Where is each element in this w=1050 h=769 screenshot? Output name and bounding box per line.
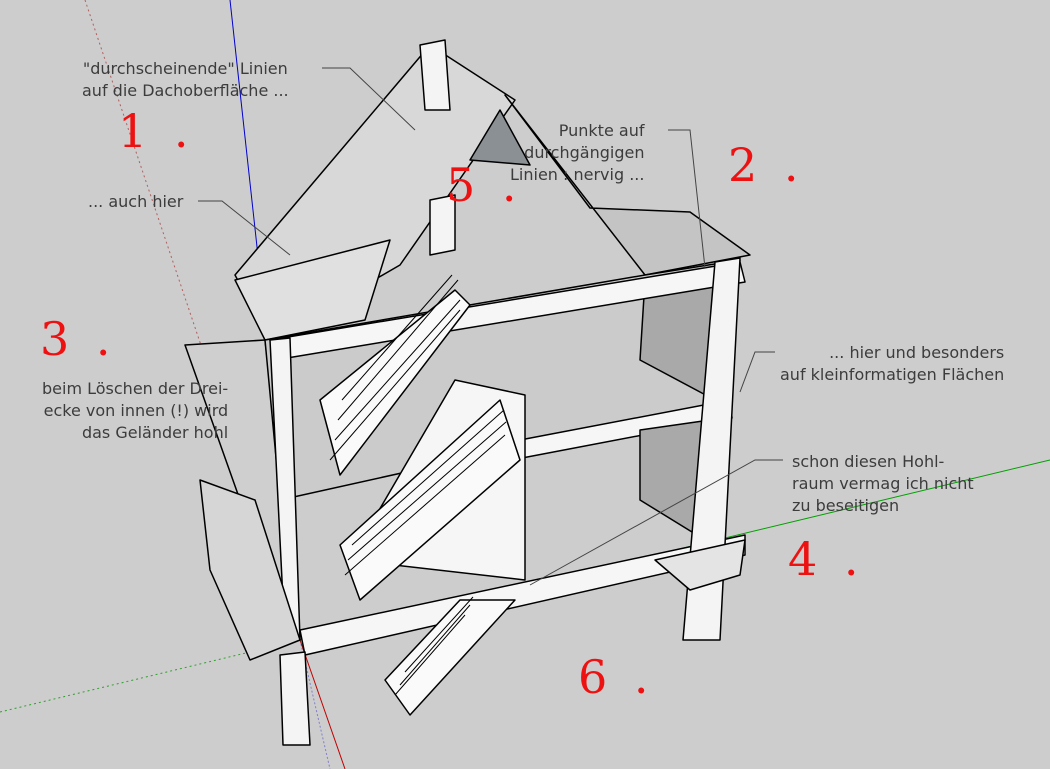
annotation-5-number: 5 . [446,158,523,212]
annotation-3-text: beim Löschen der Drei- ecke von innen (!… [42,379,229,442]
stair-basement [384,599,516,716]
foundation-block [654,539,746,591]
roof-inner-dark [469,109,531,166]
annotation-2-text: Punkte auf durchgängigen Linien : nervig… [510,121,645,184]
annotation-1b-text: ... auch hier [88,192,184,211]
roof-dormer [234,239,391,341]
red-axis [299,639,346,769]
annotation-4-text: schon diesen Hohl- raum vermag ich nicht… [792,452,974,515]
annotation-2-number: 2 . [728,138,805,192]
house-model[interactable] [184,39,751,746]
annotation-1-text: "durchscheinende" Linien auf die Dachobe… [82,59,289,100]
chimney [419,39,451,111]
annotation-7-text: ... hier und besonders auf kleinformatig… [780,343,1005,384]
post-left-lower [279,651,311,746]
leader-lines [198,67,783,586]
annotation-3-number: 3 . [40,312,117,366]
annotation-4-number: 4 . [788,532,865,586]
roof-right [504,94,751,276]
beam-bottom [299,534,746,656]
post-right [682,257,741,641]
chimney-lower [429,194,456,256]
annotation-1-number: 1 . [118,104,195,158]
green-axis-dotted [0,639,301,713]
stair-steps [329,274,507,696]
annotation-6-number: 6 . [578,650,655,704]
floor-slab-left [199,479,301,661]
